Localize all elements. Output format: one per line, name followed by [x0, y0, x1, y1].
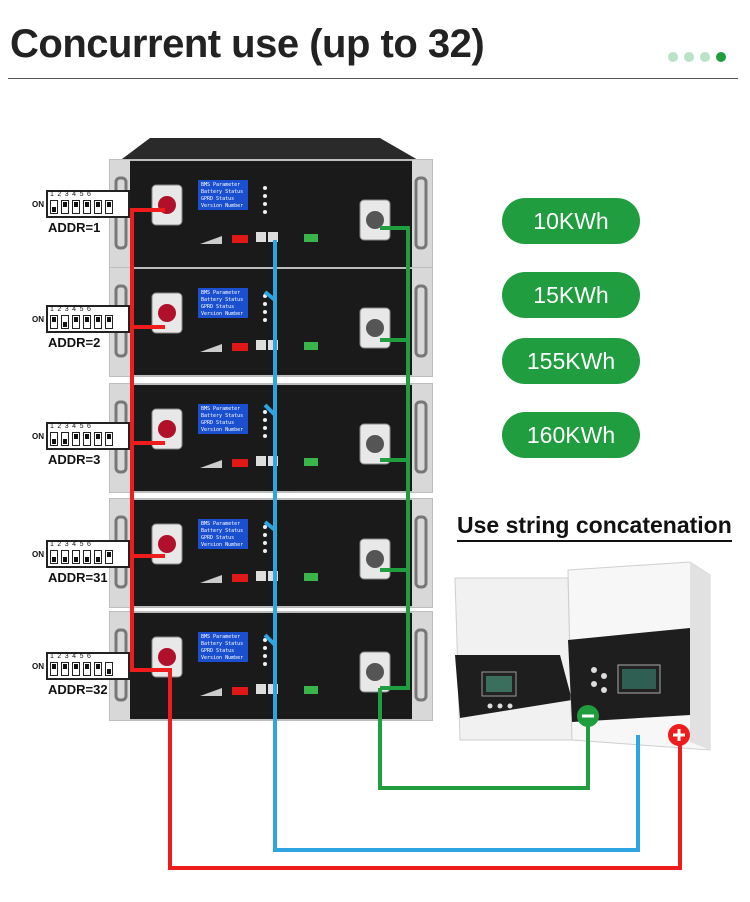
- dip-key: [105, 432, 113, 446]
- lcd-menu-item: Battery Status: [201, 413, 243, 419]
- dot-2: [684, 52, 694, 62]
- dip-key: [50, 432, 58, 446]
- address-label: ADDR=3: [48, 452, 101, 467]
- dip-switch-keys: [50, 432, 113, 446]
- dip-key: [105, 200, 113, 214]
- dip-key: [94, 315, 102, 329]
- dip-switch-numbers: 123456: [50, 423, 95, 430]
- address-label: ADDR=31: [48, 570, 108, 585]
- dot-3: [700, 52, 710, 62]
- dip-key: [50, 662, 58, 676]
- subtitle: Use string concatenation: [457, 512, 732, 542]
- red-main-cable: [165, 668, 682, 870]
- dip-key: [94, 200, 102, 214]
- green-main-cable: [378, 688, 590, 790]
- lcd-menu-item: Version Number: [201, 542, 243, 548]
- lcd-menu-item: Version Number: [201, 311, 243, 317]
- dip-switch-numbers: 123456: [50, 653, 95, 660]
- dip-key: [94, 550, 102, 564]
- dip-key: [105, 315, 113, 329]
- dip-key: [72, 432, 80, 446]
- dip-key: [61, 315, 69, 329]
- lcd-menu-item: BMS Parameter: [201, 182, 240, 188]
- dip-on-label: ON: [32, 432, 44, 441]
- lcd-menu-item: Version Number: [201, 655, 243, 661]
- inverter-icon: [454, 561, 711, 751]
- dot-4: [716, 52, 726, 62]
- lcd-menu-item: BMS Parameter: [201, 406, 240, 412]
- dip-key: [50, 550, 58, 564]
- blue-comm-cable: [273, 240, 640, 852]
- negative-terminal-icon: [577, 705, 599, 727]
- address-label: ADDR=1: [48, 220, 101, 235]
- lcd-menu-item: Battery Status: [201, 297, 243, 303]
- positive-terminal-icon: [668, 724, 690, 746]
- lcd-menu-item: GPRD Status: [201, 304, 234, 310]
- dip-key: [83, 550, 91, 564]
- dip-key: [72, 200, 80, 214]
- lcd-menu-item: Version Number: [201, 203, 243, 209]
- lcd-menu-item: BMS Parameter: [201, 521, 240, 527]
- dip-switch-keys: [50, 315, 113, 329]
- dip-key: [72, 662, 80, 676]
- dip-switch-numbers: 123456: [50, 541, 95, 548]
- dip-key: [94, 662, 102, 676]
- dip-key: [72, 550, 80, 564]
- lcd-menu-item: Battery Status: [201, 189, 243, 195]
- pagination-dots: [668, 52, 726, 62]
- lcd-menu-item: GPRD Status: [201, 196, 234, 202]
- dip-key: [83, 662, 91, 676]
- dip-on-label: ON: [32, 550, 44, 559]
- dip-key: [61, 550, 69, 564]
- capacity-pill-2: 15KWh: [502, 272, 640, 318]
- dip-key: [72, 315, 80, 329]
- dip-key: [61, 432, 69, 446]
- dip-on-label: ON: [32, 200, 44, 209]
- dip-key: [50, 315, 58, 329]
- lcd-menu-item: GPRD Status: [201, 535, 234, 541]
- address-label: ADDR=32: [48, 682, 108, 697]
- capacity-pill-1: 10KWh: [502, 198, 640, 244]
- dip-key: [50, 200, 58, 214]
- dip-key: [105, 662, 113, 676]
- lcd-menu-item: GPRD Status: [201, 648, 234, 654]
- red-cable-chain: [130, 208, 165, 672]
- dip-switch-numbers: 123456: [50, 306, 95, 313]
- dip-key: [83, 315, 91, 329]
- dot-1: [668, 52, 678, 62]
- dip-key: [94, 432, 102, 446]
- lcd-menu-item: Battery Status: [201, 528, 243, 534]
- lcd-menu-item: Version Number: [201, 427, 243, 433]
- dip-key: [83, 432, 91, 446]
- lcd-menu-item: Battery Status: [201, 641, 243, 647]
- dip-key: [61, 200, 69, 214]
- dip-on-label: ON: [32, 315, 44, 324]
- dip-switch-keys: [50, 550, 113, 564]
- lcd-menu-item: BMS Parameter: [201, 634, 240, 640]
- address-label: ADDR=2: [48, 335, 101, 350]
- dip-switch-keys: [50, 200, 113, 214]
- dip-key: [61, 662, 69, 676]
- title-divider: [8, 78, 738, 79]
- dip-switch-numbers: 123456: [50, 191, 95, 198]
- dip-on-label: ON: [32, 662, 44, 671]
- dip-key: [105, 550, 113, 564]
- dip-switch-keys: [50, 662, 113, 676]
- capacity-pill-4: 160KWh: [502, 412, 640, 458]
- page-title: Concurrent use (up to 32): [10, 22, 485, 66]
- lcd-menu-item: GPRD Status: [201, 420, 234, 426]
- capacity-pill-3: 155KWh: [502, 338, 640, 384]
- lcd-menu-item: BMS Parameter: [201, 290, 240, 296]
- dip-key: [83, 200, 91, 214]
